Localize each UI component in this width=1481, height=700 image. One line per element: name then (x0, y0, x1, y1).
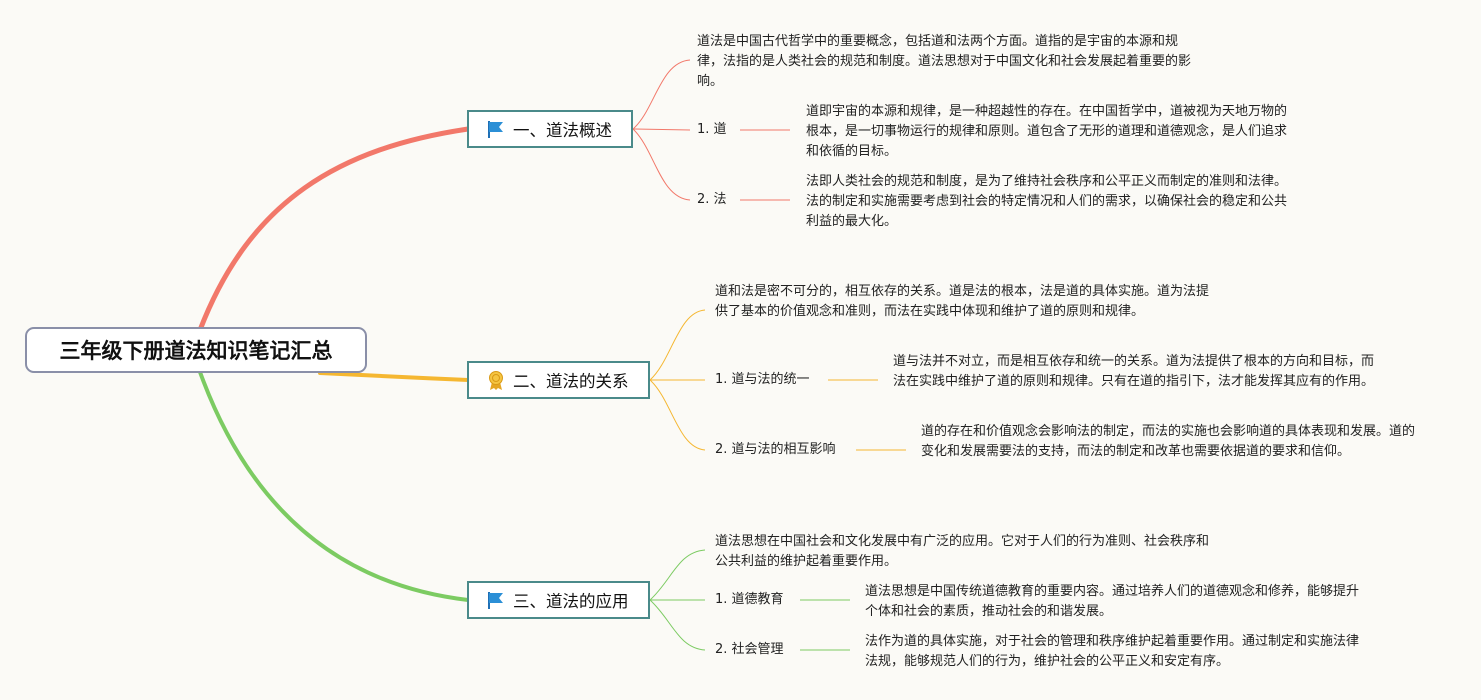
branch-line-2 (318, 371, 470, 382)
sub-line-1-2 (632, 128, 691, 201)
topic-daofa-overview[interactable]: 一、道法概述 (467, 110, 633, 148)
branch-1-summary: 道法是中国古代哲学中的重要概念，包括道和法两个方面。道指的是宇宙的本源和规律，法… (697, 34, 1192, 89)
subtopic-moral-education-label[interactable]: 1. 道德教育 (715, 592, 784, 607)
subtopic-fa-label[interactable]: 2. 法 (697, 192, 727, 207)
topic-label: 一、道法概述 (513, 121, 612, 140)
subtopic-influence-label[interactable]: 2. 道与法的相互影响 (715, 442, 836, 457)
subtopic-dao-label[interactable]: 1. 道 (697, 122, 727, 137)
sub-line-3-2 (649, 599, 706, 651)
topic-daofa-application[interactable]: 三、道法的应用 (467, 581, 650, 619)
subtopic-social-management-label[interactable]: 2. 社会管理 (715, 642, 784, 657)
branch-2-summary: 道和法是密不可分的，相互依存的关系。道是法的根本，法是道的具体实施。道为法提供了… (715, 284, 1210, 319)
subtopic-unity-label[interactable]: 1. 道与法的统一 (715, 372, 810, 387)
subtopic-social-management-text: 法作为道的具体实施，对于社会的管理和秩序维护起着重要作用。通过制定和实施法律法规… (865, 634, 1360, 669)
subtopic-dao-text: 道即宇宙的本源和规律，是一种超越性的存在。在中国哲学中，道被视为天地万物的根本，… (806, 104, 1288, 159)
sub-line-2-summary (649, 309, 706, 381)
flag-icon (485, 589, 507, 611)
topic-label: 三、道法的应用 (513, 592, 629, 611)
branch-line-1 (197, 126, 471, 333)
flag-icon (485, 118, 507, 140)
subtopic-influence-text: 道的存在和价值观念会影响法的制定，而法的实施也会影响道的具体表现和发展。道的变化… (921, 424, 1416, 459)
root-topic[interactable]: 三年级下册道法知识笔记汇总 (25, 327, 367, 373)
sub-line-1-summary (632, 59, 691, 130)
sub-line-1-1 (632, 128, 691, 131)
subtopic-unity-text: 道与法并不对立，而是相互依存和统一的关系。道为法提供了根本的方向和目标，而法在实… (893, 354, 1375, 389)
sub-line-2-2 (649, 379, 706, 451)
topic-daofa-relation[interactable]: 二、道法的关系 (467, 361, 650, 399)
sub-line-3-summary (649, 549, 706, 601)
award-ribbon-icon (485, 369, 507, 391)
subtopic-moral-education-text: 道法思想是中国传统道德教育的重要内容。通过培养人们的道德观念和修养，能够提升个体… (865, 584, 1360, 619)
branch-line-3 (198, 370, 470, 602)
topic-label: 二、道法的关系 (513, 372, 629, 391)
branch-3-summary: 道法思想在中国社会和文化发展中有广泛的应用。它对于人们的行为准则、社会秩序和公共… (715, 534, 1210, 569)
subtopic-fa-text: 法即人类社会的规范和制度，是为了维持社会秩序和公平正义而制定的准则和法律。法的制… (806, 174, 1288, 229)
